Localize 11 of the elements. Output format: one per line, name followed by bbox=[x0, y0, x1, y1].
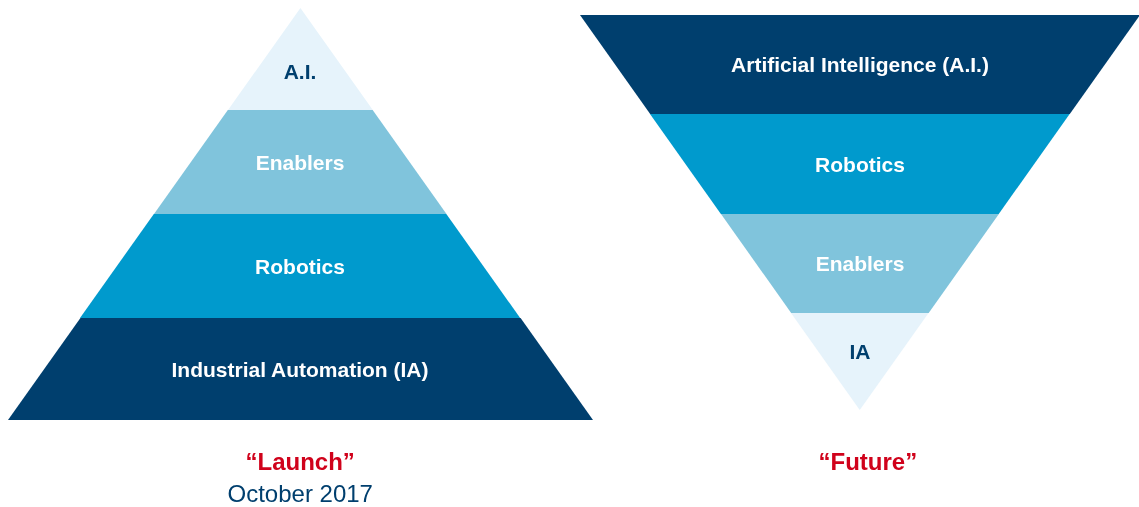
tier-label: Artificial Intelligence (A.I.) bbox=[730, 52, 990, 77]
tier-label: Enablers bbox=[814, 251, 906, 276]
caption-date: October 2017 bbox=[227, 480, 373, 507]
caption-heading: “Launch” bbox=[245, 448, 355, 476]
tier-label: IA bbox=[848, 339, 872, 365]
tier-label: Enablers bbox=[254, 149, 346, 175]
tier-label: Robotics bbox=[814, 151, 906, 177]
tier-label: A.I. bbox=[282, 58, 318, 84]
caption-heading: “Future” bbox=[818, 448, 918, 476]
tier-label: Robotics bbox=[254, 253, 346, 279]
tier-label: Industrial Automation (IA) bbox=[170, 356, 430, 382]
